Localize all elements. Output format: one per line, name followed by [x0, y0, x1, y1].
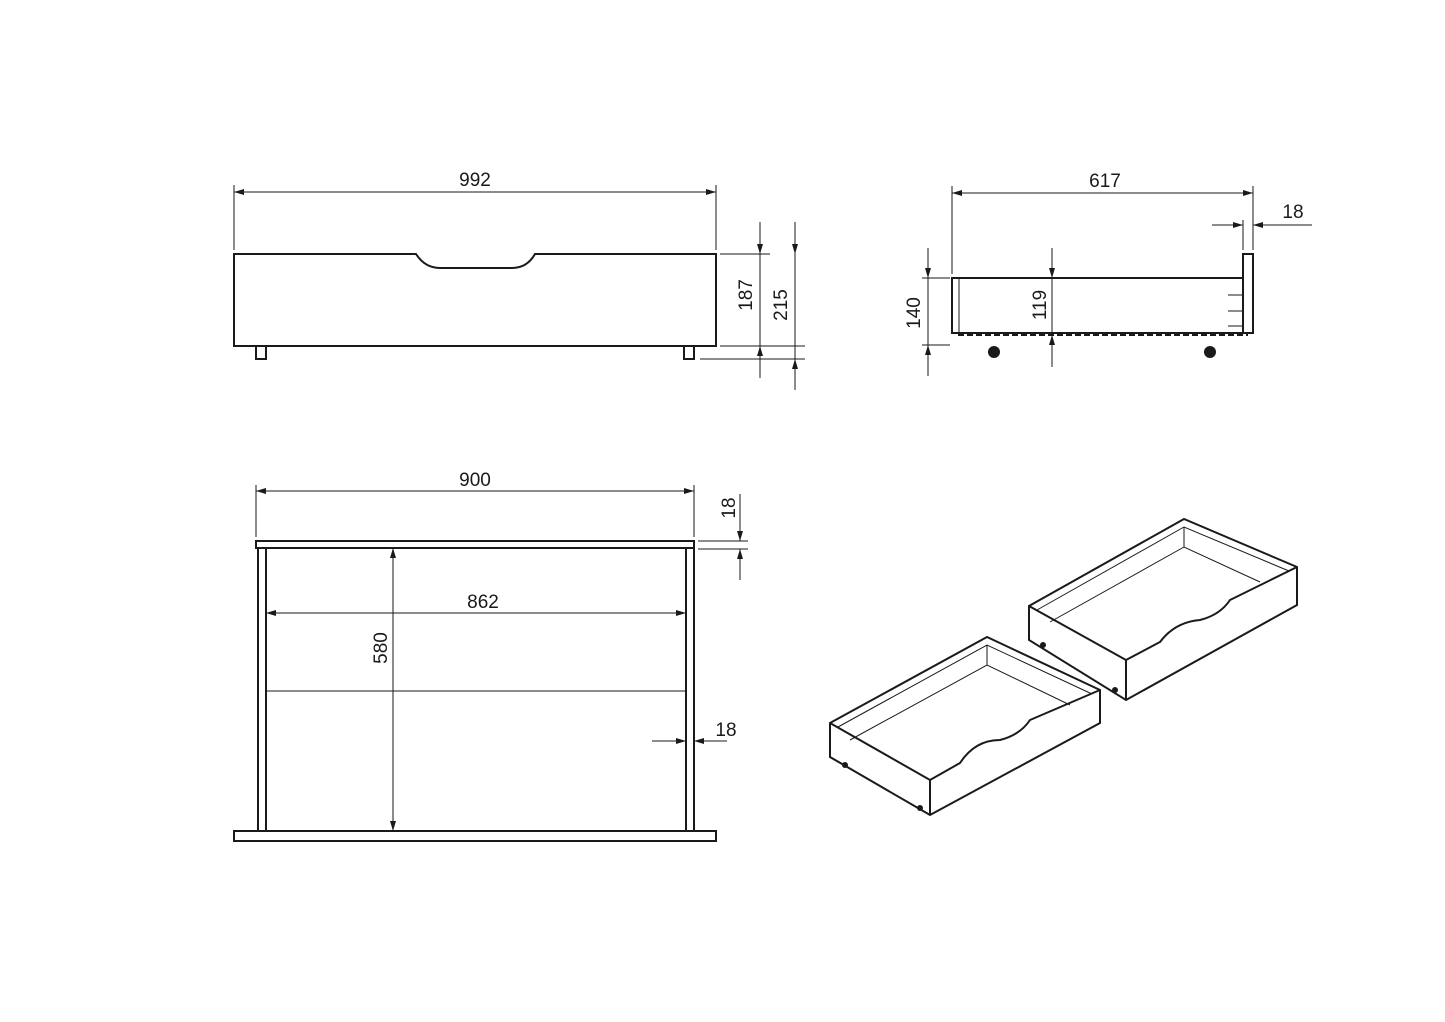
dim-front-body-height: 187	[736, 279, 757, 311]
dim-side-panel-thickness: 18	[1282, 202, 1303, 223]
dim-top-depth: 580	[371, 632, 392, 664]
dim-side-depth: 617	[1089, 171, 1121, 192]
side-view: 617 18 140 119	[904, 171, 1312, 376]
dim-top-width: 900	[459, 470, 491, 491]
dim-top-board-thickness: 18	[719, 497, 740, 518]
dim-side-inner-height: 119	[1030, 290, 1051, 320]
dim-front-total-height: 215	[771, 289, 792, 321]
dim-top-inner-width: 862	[467, 592, 499, 613]
front-view: 992 187 215	[233, 170, 805, 390]
top-view: 900 862 580 18 18	[233, 470, 748, 842]
dim-front-width: 992	[459, 170, 491, 191]
isometric-drawer-left	[829, 635, 1101, 817]
dim-top-side-thickness: 18	[715, 720, 736, 741]
isometric-drawer-right	[1028, 517, 1298, 702]
dim-side-height: 140	[904, 297, 925, 329]
